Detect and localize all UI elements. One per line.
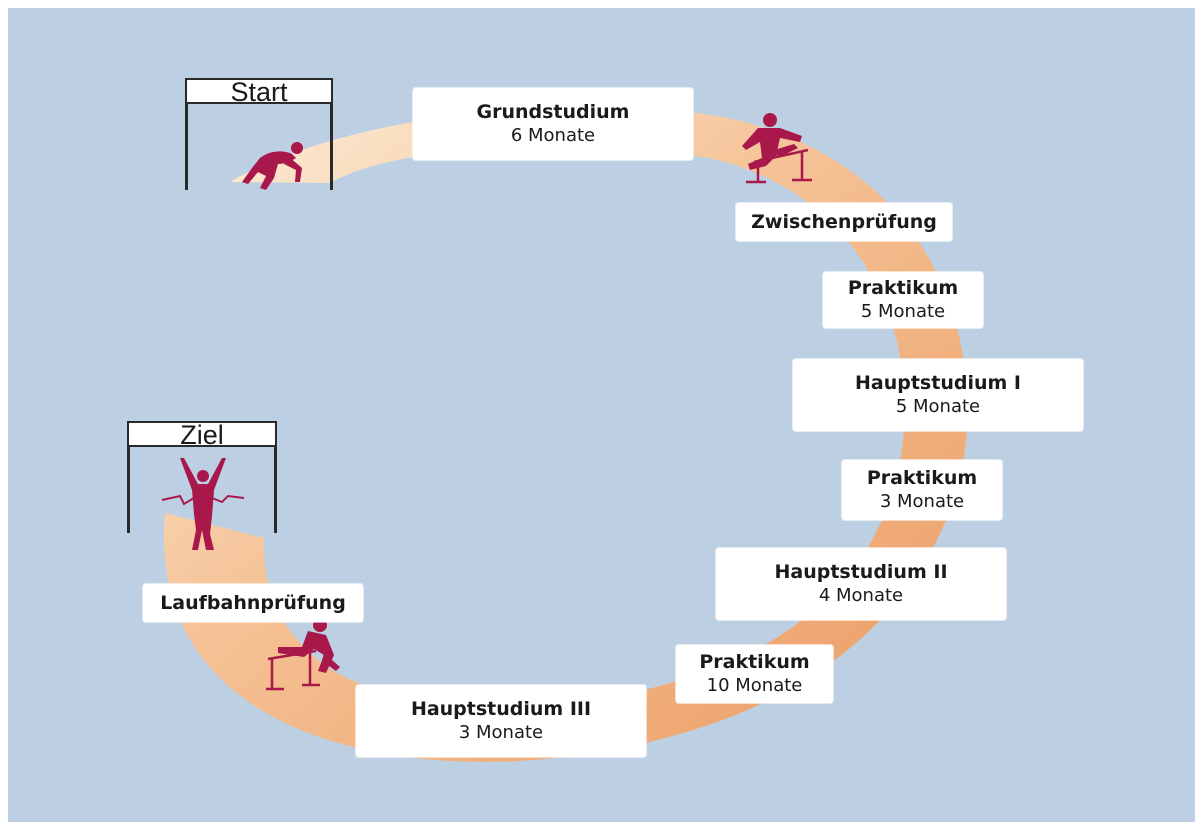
stage-grundstudium: Grundstudium 6 Monate <box>413 88 693 160</box>
gate-post-right <box>330 78 333 190</box>
start-label: Start <box>185 78 333 106</box>
finisher-icon <box>161 458 245 550</box>
start-gate: Start <box>185 78 333 190</box>
stage-duration: 3 Monate <box>879 491 965 512</box>
stage-hauptstudium-3: Hauptstudium III 3 Monate <box>356 685 646 757</box>
stage-duration: 3 Monate <box>458 722 544 743</box>
stage-hauptstudium-1: Hauptstudium I 5 Monate <box>793 359 1083 431</box>
gate-post-left <box>127 421 130 533</box>
stage-title: Hauptstudium II <box>774 561 948 583</box>
stage-title: Praktikum <box>866 467 978 489</box>
stage-duration: 5 Monate <box>860 301 946 322</box>
stage-praktikum-2: Praktikum 3 Monate <box>842 460 1002 520</box>
stage-title: Hauptstudium III <box>410 698 592 720</box>
stage-laufbahnpruefung: Laufbahnprüfung <box>143 584 363 622</box>
finish-gate: Ziel <box>127 421 277 533</box>
stage-duration: 6 Monate <box>510 125 596 146</box>
running-track <box>164 106 968 762</box>
track-path <box>164 106 968 762</box>
stage-title: Grundstudium <box>476 101 630 123</box>
stage-title: Zwischenprüfung <box>751 211 937 233</box>
stage-praktikum-1: Praktikum 5 Monate <box>823 272 983 328</box>
hurdler-icon <box>266 618 340 691</box>
diagram-canvas: Start Ziel <box>8 8 1195 822</box>
hurdler-icon <box>742 113 812 184</box>
finish-label: Ziel <box>127 421 277 449</box>
stage-duration: 10 Monate <box>706 675 803 696</box>
stage-hauptstudium-2: Hauptstudium II 4 Monate <box>716 548 1006 620</box>
stage-title: Praktikum <box>847 277 959 299</box>
stage-duration: 4 Monate <box>818 585 904 606</box>
stage-title: Praktikum <box>699 651 810 673</box>
sprinter-start-icon <box>242 142 303 190</box>
gate-post-left <box>185 78 188 190</box>
stage-zwischenpruefung: Zwischenprüfung <box>736 203 952 241</box>
stage-title: Hauptstudium I <box>855 372 1021 394</box>
stage-title: Laufbahnprüfung <box>160 592 346 614</box>
stage-praktikum-3: Praktikum 10 Monate <box>676 645 833 703</box>
gate-post-right <box>274 421 277 533</box>
stage-duration: 5 Monate <box>895 396 981 417</box>
